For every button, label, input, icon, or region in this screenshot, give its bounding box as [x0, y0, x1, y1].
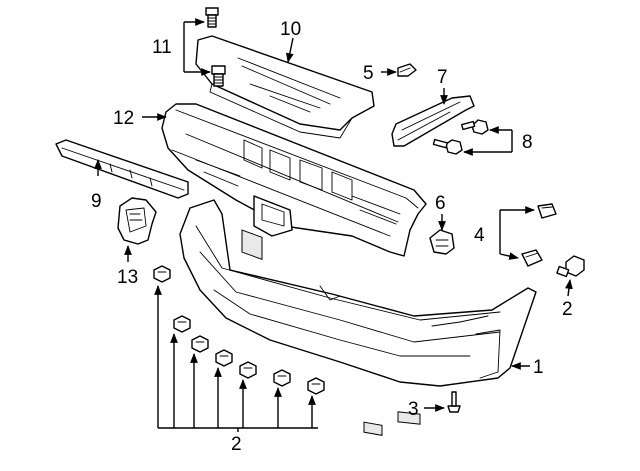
fastener-2g	[307, 377, 325, 395]
callout-11: 11	[152, 37, 172, 58]
impact-bar-part-12	[161, 103, 427, 261]
callout-6: 6	[435, 193, 446, 214]
callout-12: 12	[113, 108, 134, 129]
reflector-part-4-lower	[521, 249, 543, 267]
leader-lines	[94, 18, 573, 432]
fastener-2e	[239, 361, 257, 379]
fastener-2a	[153, 265, 171, 283]
callout-1: 1	[533, 357, 544, 378]
callout-8: 8	[522, 132, 533, 153]
callout-7: 7	[437, 67, 448, 88]
reflector-strip-part-9	[55, 139, 189, 199]
callout-2-bottom: 2	[231, 434, 242, 455]
reflector-part-4-upper	[537, 203, 557, 219]
bolt-part-8-lower	[432, 138, 463, 155]
retainer-part-6	[429, 229, 455, 255]
callout-4: 4	[474, 225, 485, 246]
bolt-part-11-lower	[211, 65, 226, 87]
callout-2-right: 2	[562, 299, 573, 320]
bumper-cover-part-1	[179, 199, 537, 436]
fastener-2f	[273, 369, 291, 387]
side-bracket-part-7	[391, 95, 475, 147]
callout-9: 9	[91, 191, 102, 212]
bracket-part-13	[117, 197, 157, 245]
clip-part-5	[397, 63, 417, 77]
fastener-2b	[173, 315, 191, 333]
bolt-part-8-upper	[460, 119, 489, 135]
callout-3: 3	[408, 399, 419, 420]
callout-10: 10	[280, 19, 301, 40]
bolt-part-11-top	[205, 7, 219, 28]
push-pin-part-3	[447, 391, 461, 413]
fastener-2c	[191, 335, 209, 353]
fastener-row-part-2	[153, 265, 325, 395]
bolt-part-2-right	[556, 255, 585, 278]
callout-5: 5	[363, 63, 374, 84]
callout-labels: 10 11 12 5 7 8 9 6 4 13 2 1 3 2	[91, 19, 573, 455]
callout-13: 13	[117, 267, 138, 288]
fastener-2d	[215, 349, 233, 367]
